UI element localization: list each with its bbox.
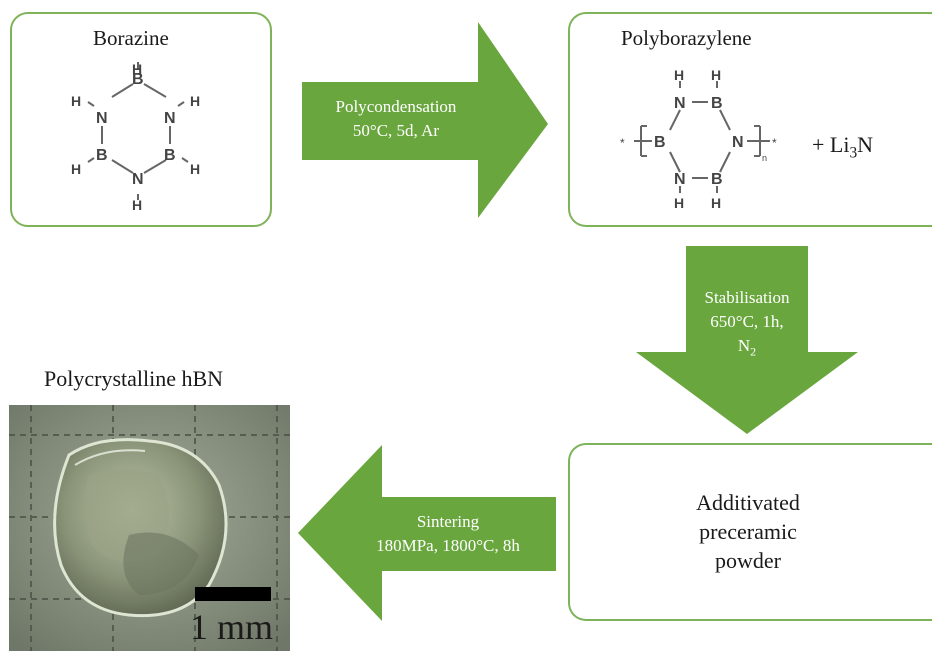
- stabilisation-arrow: [636, 246, 858, 434]
- stabilisation-label: Stabilisation 650°C, 1h, N2: [687, 286, 807, 363]
- pb-atom-h2: H: [711, 67, 721, 83]
- pb-atom-b-bottom: B: [711, 171, 723, 188]
- atom-b-right: B: [164, 147, 176, 164]
- li3n-subscript: 3: [849, 144, 858, 162]
- atom-n-bottom: N: [132, 171, 144, 188]
- atom-b-top: B: [132, 71, 144, 88]
- scale-label: 1 mm: [190, 607, 274, 647]
- sintering-line2: 180MPa, 1800°C, 8h: [376, 536, 520, 555]
- pb-atom-n-top: N: [674, 95, 686, 112]
- atom-h-top: H: [132, 61, 142, 77]
- sintering-label: Sintering 180MPa, 1800°C, 8h: [350, 510, 546, 558]
- borazine-structure: B N B N B N H H H H H H: [71, 61, 200, 213]
- atom-h-lower-left: H: [71, 161, 81, 177]
- polycondensation-arrow: [302, 22, 548, 218]
- product-title: Polycrystalline hBN: [44, 366, 224, 391]
- stabilisation-line1: Stabilisation: [704, 288, 790, 307]
- polycondensation-label: Polycondensation 50°C, 5d, Ar: [316, 95, 476, 143]
- atom-h-bottom: H: [132, 197, 142, 213]
- atom-h-lower-right: H: [190, 161, 200, 177]
- borazine-box: [10, 12, 272, 227]
- polycondensation-line1: Polycondensation: [335, 97, 457, 116]
- atom-b-left: B: [96, 147, 108, 164]
- hbn-photo: [9, 405, 290, 651]
- powder-box: [568, 443, 932, 621]
- atom-n-left: N: [96, 110, 108, 127]
- sintering-line1: Sintering: [416, 512, 480, 531]
- borazine-title: Borazine: [93, 26, 169, 50]
- li3n-additive: + Li3N: [812, 132, 874, 162]
- pb-atom-n-right: N: [732, 134, 744, 151]
- powder-line2: preceramic: [699, 519, 797, 544]
- powder-line1: Additivated: [696, 490, 800, 515]
- polyborazylene-structure: N B N B N B H H H H * n *: [620, 67, 777, 211]
- pb-atom-h4: H: [711, 195, 721, 211]
- pb-star-right: *: [772, 136, 777, 150]
- polycondensation-line2: 50°C, 5d, Ar: [352, 121, 440, 140]
- pb-atom-h3: H: [674, 195, 684, 211]
- powder-label: Additivated preceramic powder: [648, 488, 848, 575]
- pb-atom-b-top: B: [711, 95, 723, 112]
- atom-n-right: N: [164, 110, 176, 127]
- pb-atom-b-left: B: [654, 134, 666, 151]
- pb-repeat-n: n: [762, 153, 767, 163]
- powder-line3: powder: [715, 548, 781, 573]
- polyborazylene-box: [568, 12, 932, 227]
- pb-atom-n-bottom: N: [674, 171, 686, 188]
- stabilisation-line2: 650°C, 1h,: [710, 312, 784, 331]
- pb-star-left: *: [620, 136, 625, 150]
- pb-atom-h1: H: [674, 67, 684, 83]
- stabilisation-line3: N2: [737, 336, 757, 359]
- atom-h-upper-right: H: [190, 93, 200, 109]
- polyborazylene-title: Polyborazylene: [621, 26, 752, 50]
- atom-h-upper-left: H: [71, 93, 81, 109]
- scale-bar: [195, 587, 271, 601]
- sintering-arrow: [298, 445, 556, 621]
